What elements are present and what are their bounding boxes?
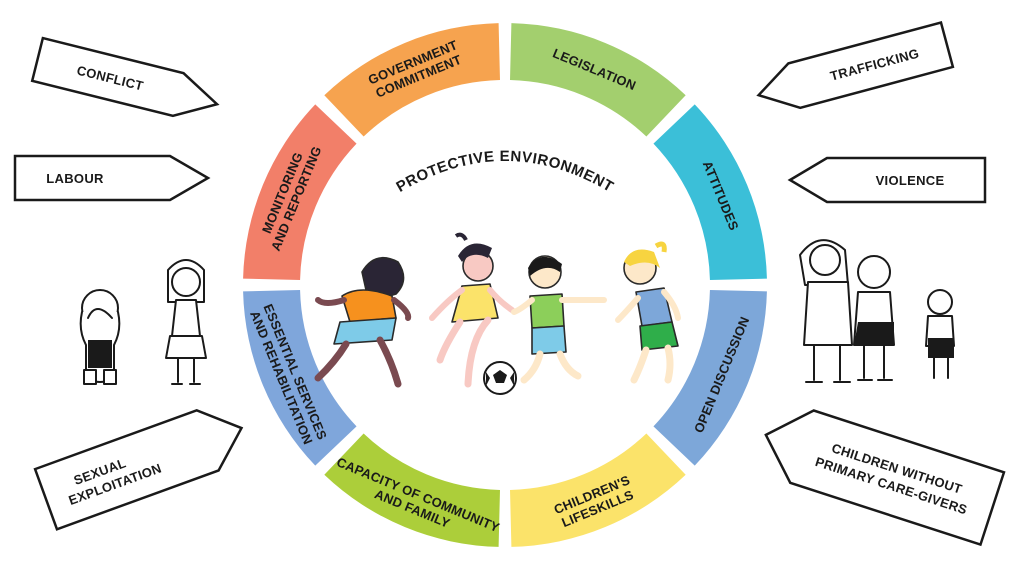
- segment-attitudes: ATTITUDES: [653, 104, 767, 280]
- threat-label-violence: VIOLENCE: [876, 173, 945, 188]
- threat-arrow-trafficking: TRAFFICKING: [756, 20, 955, 110]
- children-playing-illustration: [314, 232, 681, 395]
- arrow-shape: [764, 409, 1006, 547]
- threat-arrow-labour: LABOUR: [13, 154, 211, 202]
- crouching-child-figure: [79, 289, 121, 385]
- segment-fill: [324, 23, 500, 137]
- child-blue-shirt: [615, 241, 681, 384]
- threat-arrow-violence: VIOLENCE: [787, 156, 987, 204]
- segment-fill: [510, 23, 686, 137]
- segment-childrens-lifeskills: CHILDREN'SLIFESKILLS: [510, 433, 686, 547]
- football-icon: [483, 361, 517, 395]
- threat-arrow-conflict: CONFLICT: [30, 36, 220, 118]
- center-title: PROTECTIVE ENVIRONMENT: [393, 148, 616, 196]
- sad-girl-figure: [165, 259, 207, 385]
- arrow-shape: [756, 20, 955, 110]
- segment-monitoring-reporting: MONITORINGAND REPORTING: [243, 104, 357, 280]
- segment-government-commitment: GOVERNMENTCOMMITMENT: [324, 23, 500, 137]
- segment-legislation: LEGISLATION: [510, 23, 686, 137]
- segment-capacity-community-family: CAPACITY OF COMMUNITYAND FAMILY: [324, 433, 502, 547]
- child-yellow-dress: [429, 232, 515, 388]
- child-orange-shirt: [314, 256, 412, 388]
- child-green-shirt: [511, 255, 607, 384]
- arrow-shape: [787, 156, 987, 204]
- group-of-sad-children-figure: [799, 239, 955, 383]
- center-title-text: PROTECTIVE ENVIRONMENT: [393, 148, 616, 196]
- threat-arrow-sexual-exploitation: SEXUAL EXPLOITATION: [33, 408, 244, 531]
- arrow-shape: [13, 154, 211, 202]
- segment-fill: [243, 104, 357, 280]
- segment-fill: [653, 290, 767, 466]
- segment-fill: [510, 433, 686, 547]
- segment-essential-services: ESSENTIAL SERVICESAND REHABILITATION: [243, 290, 357, 466]
- threat-label-labour: LABOUR: [46, 171, 104, 186]
- segment-fill: [243, 290, 357, 466]
- arrow-shape: [30, 36, 220, 118]
- segment-fill: [653, 104, 767, 280]
- threat-arrow-children-without-caregivers: CHILDREN WITHOUT PRIMARY CARE-GIVERS: [764, 409, 1006, 547]
- arrow-shape: [33, 408, 244, 531]
- threat-arrows: CONFLICT LABOUR SEXUAL EXPLOITATION TRAF…: [13, 20, 1006, 547]
- segment-fill: [324, 433, 500, 547]
